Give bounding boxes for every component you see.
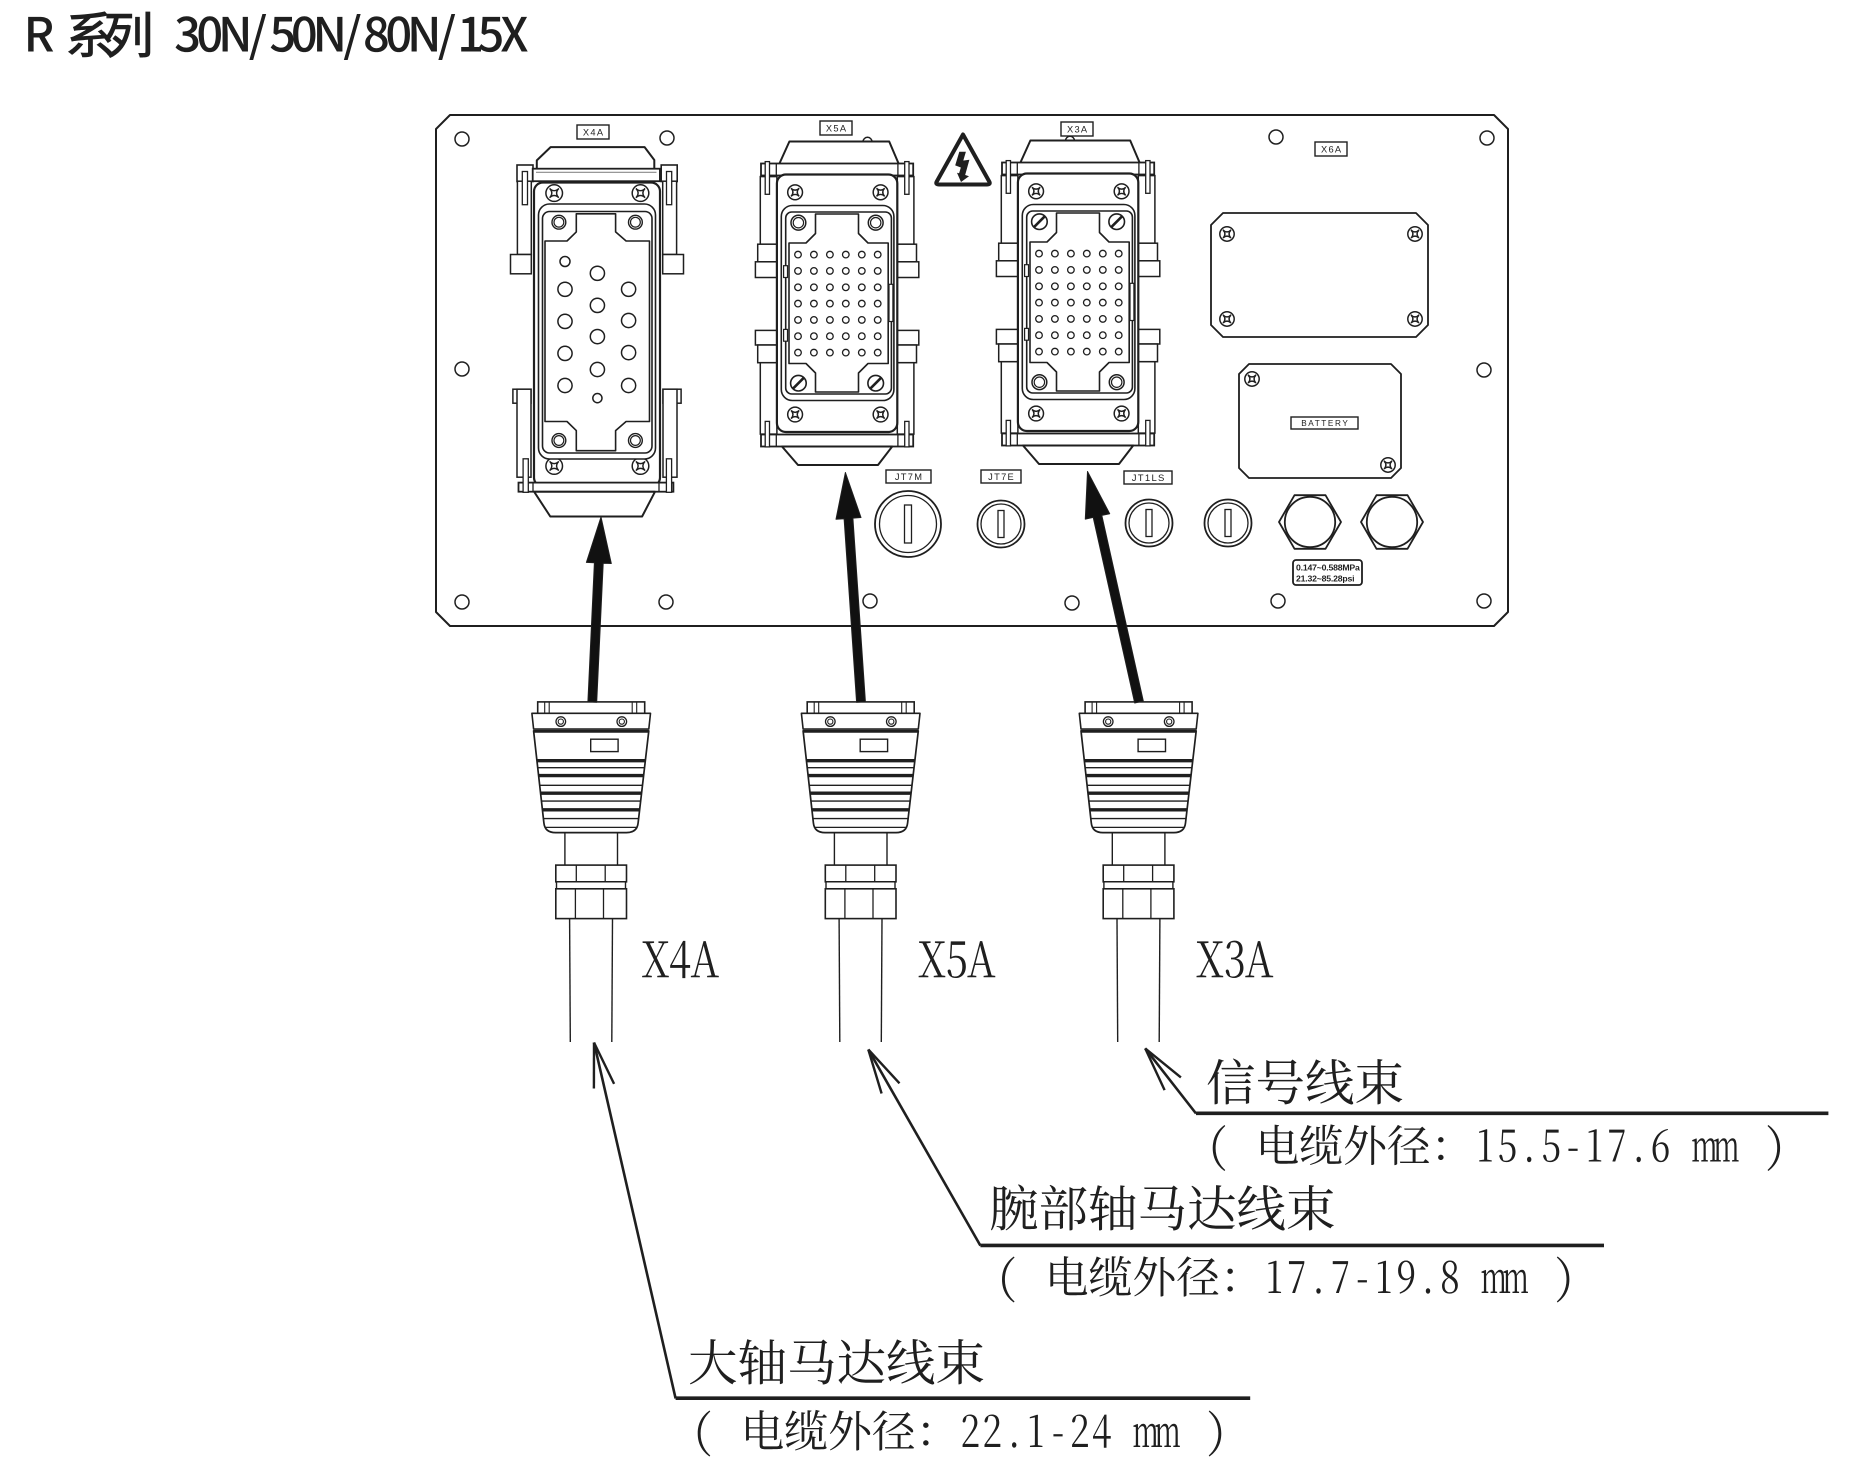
svg-text:BATTERY: BATTERY — [1301, 419, 1349, 428]
svg-text:JT1LS: JT1LS — [1132, 473, 1166, 484]
svg-text:JT7M: JT7M — [895, 472, 923, 482]
svg-text:JT7E: JT7E — [988, 472, 1015, 482]
svg-text:21.32~85.28psi: 21.32~85.28psi — [1296, 574, 1354, 584]
svg-text:X3A: X3A — [1067, 124, 1088, 134]
svg-text:X6A: X6A — [1321, 144, 1342, 154]
svg-text:X4A: X4A — [583, 127, 604, 137]
svg-text:0.147~0.588MPa: 0.147~0.588MPa — [1296, 563, 1360, 573]
svg-text:X5A: X5A — [826, 123, 847, 133]
